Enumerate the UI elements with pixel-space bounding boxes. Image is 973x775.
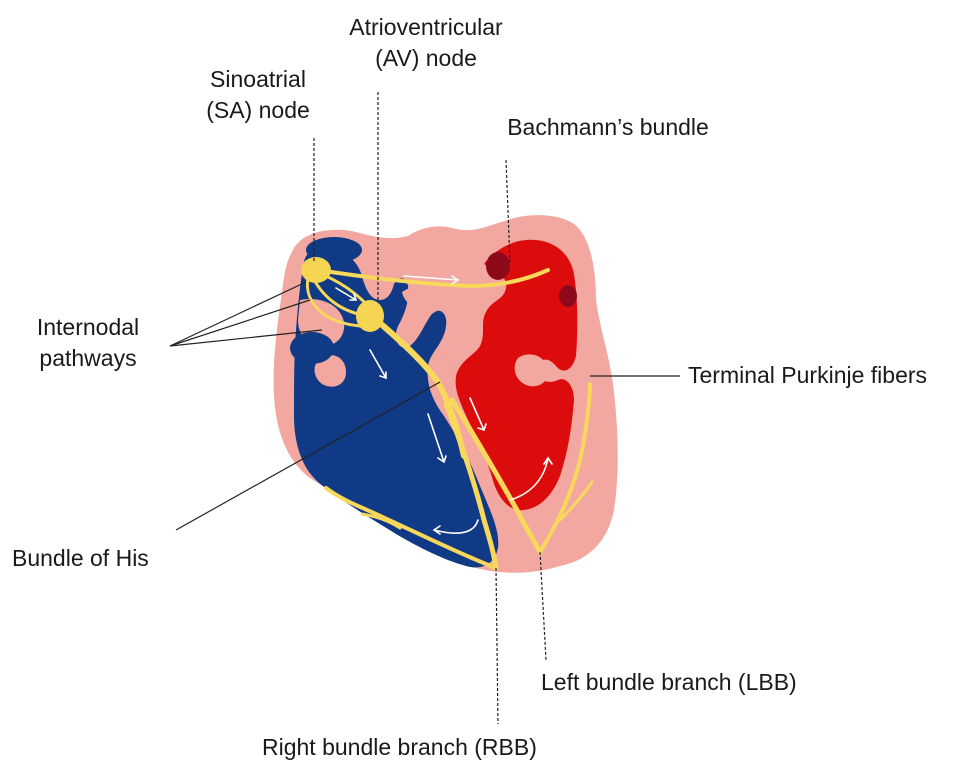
label-lbb: Left bundle branch (LBB) [541,667,797,698]
label-sa-node-line1: Sinoatrial [168,64,348,95]
pulmonary-vein-opening-1 [486,252,510,280]
label-av-node-line2: (AV) node [316,43,536,74]
label-internodal: Internodal pathways [18,312,158,374]
label-purkinje: Terminal Purkinje fibers [688,360,927,391]
label-bachmann: Bachmann’s bundle [478,112,738,143]
label-av-node: Atrioventricular (AV) node [316,12,536,74]
coronary-sinus-opening [290,332,334,364]
sa-node [301,257,331,283]
label-sa-node-line2: (SA) node [168,95,348,126]
label-sa-node: Sinoatrial (SA) node [168,64,348,126]
label-internodal-line2: pathways [18,343,158,374]
label-his: Bundle of His [12,543,149,574]
label-rbb: Right bundle branch (RBB) [262,732,537,763]
label-av-node-line1: Atrioventricular [316,12,536,43]
label-internodal-line1: Internodal [18,312,158,343]
leader-rbb [496,568,498,724]
av-node [356,300,384,332]
pulmonary-vein-opening-2 [559,285,577,307]
